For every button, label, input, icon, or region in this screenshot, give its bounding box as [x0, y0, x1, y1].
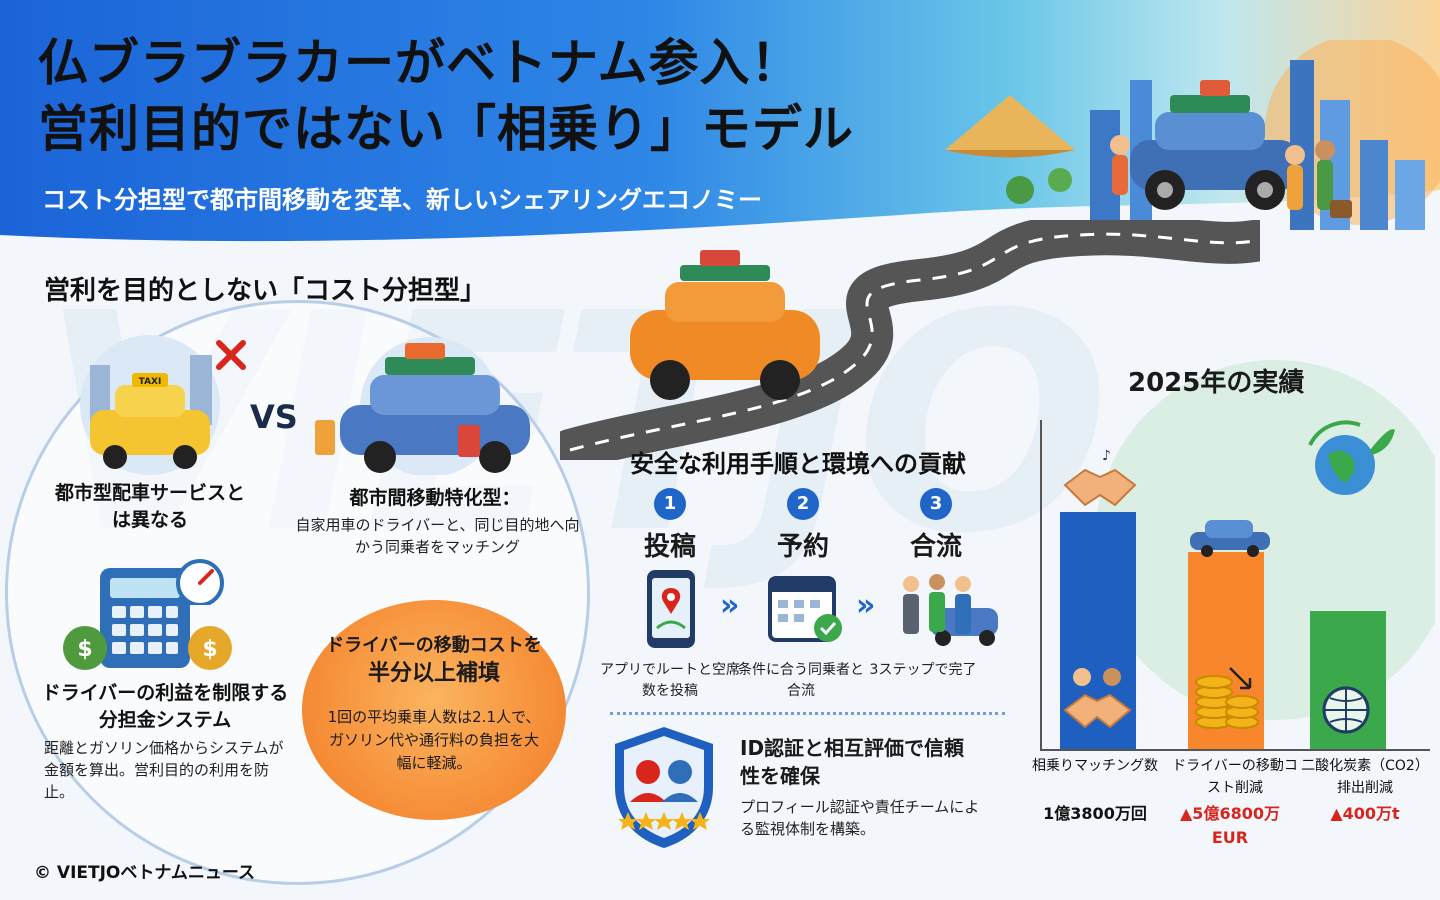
winding-road-illustration — [560, 220, 1260, 460]
cost-cover-title-line-2: 半分以上補填 — [367, 661, 500, 686]
title-line-1: 仏ブラブラカーがベトナム参入！ — [38, 34, 802, 92]
city-skyline-illustration — [945, 40, 1440, 230]
calendar-check-icon — [768, 576, 842, 642]
page-subtitle: コスト分担型で都市間移動を変革、新しいシェアリングエコノミー — [42, 186, 762, 214]
step-2-title: 予約 — [776, 532, 829, 562]
step-3-number: 3 — [920, 488, 952, 520]
gauge-icon — [176, 559, 224, 605]
chart-axis-x — [1040, 749, 1430, 751]
result-label-matching: 相乗りマッチング数 — [1032, 758, 1158, 774]
svg-text:♪: ♪ — [1102, 448, 1111, 464]
limit-description: 距離とガソリン価格からシステムが金額を算出。営利目的の利用を防止。 — [44, 739, 284, 801]
step-2-number: 2 — [787, 488, 819, 520]
step-arrow-2-icon: » — [856, 588, 876, 623]
cost-cover-title: ドライバーの移動コストを 半分以上補填 — [312, 632, 556, 688]
vs-label: VS — [250, 398, 298, 436]
section-divider — [610, 712, 1005, 715]
taxi-sign-text: TAXI — [139, 377, 162, 387]
calculator-icon: $ $ — [63, 568, 232, 670]
step-1-number: 1 — [654, 488, 686, 520]
cost-cover-circle — [302, 600, 566, 820]
step-1-title: 投稿 — [643, 532, 696, 562]
coins-icon — [1195, 667, 1259, 729]
id-verification-description: プロフィール認証や責任チームによる監視体制を構築。 — [740, 798, 980, 838]
step-3-title: 合流 — [909, 532, 962, 562]
title-line-2: 営利目的ではない「相乗り」モデル — [38, 100, 854, 158]
intercity-description: 自家用車のドライバーと、同じ目的地へ向かう同乗者をマッチング — [295, 516, 580, 556]
taxi-label: 都市型配車サービスとは異なる — [54, 482, 245, 531]
cost-section-heading: 営利を目的としない「コスト分担型」 — [44, 276, 487, 306]
step-3-description: 3ステップで完了 — [869, 662, 977, 678]
result-label-co2: 二酸化炭素（CO2）排出削減 — [1301, 758, 1429, 796]
id-verification-title: ID認証と相互評価で信頼性を確保 — [740, 736, 965, 788]
svg-text:$: $ — [77, 637, 92, 662]
globe-icon — [1322, 666, 1370, 734]
handshake-icon: ♪ — [1063, 448, 1137, 507]
step-1-description: アプリでルートと空席数を投稿 — [600, 662, 740, 699]
chart-axis-y — [1040, 420, 1042, 750]
globe-leaf-icon — [1308, 420, 1395, 495]
result-value-matching: 1億3800万回 — [1043, 804, 1147, 823]
svg-text:$: $ — [202, 637, 217, 662]
results-heading: 2025年の実績 — [1128, 368, 1305, 398]
shield-rating-icon — [615, 727, 713, 848]
copyright: © VIETJOベトナムニュース — [34, 863, 256, 883]
result-label-cost: ドライバーの移動コスト削減 — [1172, 758, 1298, 796]
taxi-illustration: TAXI — [80, 335, 220, 475]
step-2-description: 条件に合う同乗者と合流 — [738, 662, 864, 699]
step-arrow-1-icon: » — [720, 588, 740, 623]
limit-label: ドライバーの利益を制限する分担金システム — [41, 682, 289, 731]
result-value-cost: ▲5億6800万EUR — [1180, 804, 1280, 847]
safety-section-heading: 安全な利用手順と環境への貢献 — [630, 450, 966, 478]
intercity-car-illustration — [315, 337, 530, 475]
car-icon — [1190, 520, 1270, 557]
cost-cover-description: 1回の平均乗車人数は2.1人で、ガソリン代や通行料の負担を大幅に軽減。 — [327, 708, 541, 772]
cancel-x-icon — [216, 340, 246, 370]
people-handshake-icon — [1063, 668, 1132, 729]
cost-cover-title-line-1: ドライバーの移動コストを — [326, 635, 542, 656]
intercity-label: 都市間移動特化型： — [349, 487, 521, 509]
people-meet-icon — [903, 574, 998, 646]
map-pin-phone-icon — [647, 570, 695, 648]
result-value-co2: ▲400万t — [1330, 804, 1400, 823]
page-title: 仏ブラブラカーがベトナム参入！ 営利目的ではない「相乗り」モデル — [38, 30, 968, 162]
